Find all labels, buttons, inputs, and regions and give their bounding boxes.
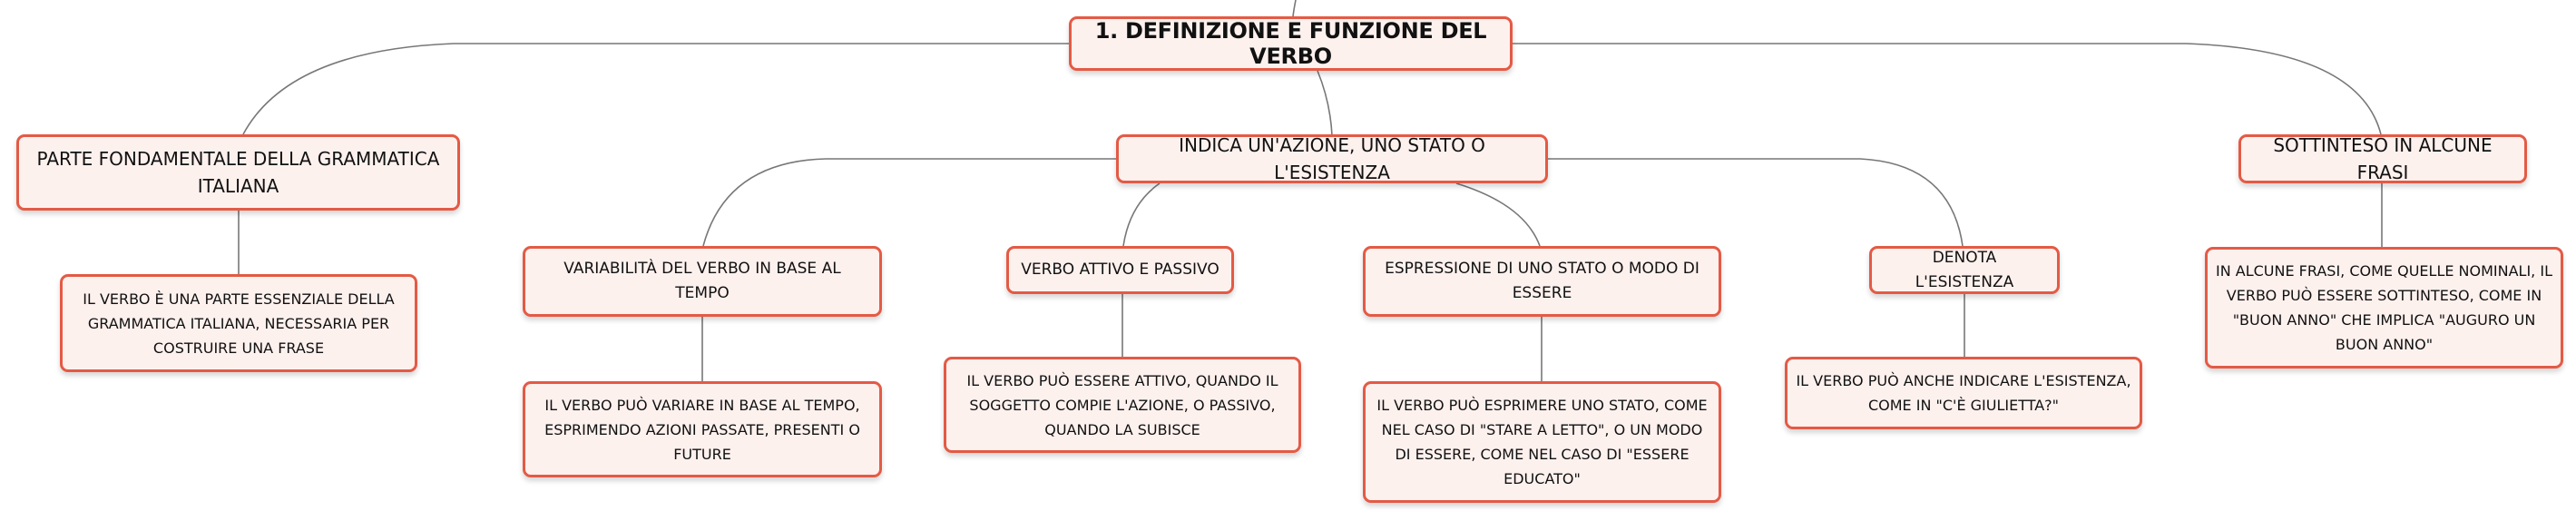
subtopic-grammar-part[interactable]: PARTE FONDAMENTALE DELLA GRAMMATICA ITAL… [16, 134, 460, 211]
subtopic-label: VARIABILITÀ DEL VERBO IN BASE AL TEMPO [563, 260, 841, 302]
subtopic-label: INDICA UN'AZIONE, UNO STATO O L'ESISTENZ… [1179, 134, 1485, 183]
detail-existence[interactable]: IL VERBO PUÒ ANCHE INDICARE L'ESISTENZA,… [1785, 357, 2142, 429]
subtopic-existence[interactable]: DENOTA L'ESISTENZA [1869, 246, 2060, 294]
subtopic-active-passive[interactable]: VERBO ATTIVO E PASSIVO [1006, 246, 1234, 294]
root-topic[interactable]: 1. DEFINIZIONE E FUNZIONE DEL VERBO [1069, 16, 1513, 71]
detail-text: IL VERBO PUÒ ESSERE ATTIVO, QUANDO IL SO… [966, 371, 1278, 438]
link-root-to-parent-right [1513, 43, 2382, 135]
subtopic-label: VERBO ATTIVO E PASSIVO [1021, 260, 1219, 279]
detail-state-expression[interactable]: IL VERBO PUÒ ESPRIMERE UNO STATO, COME N… [1363, 381, 1721, 503]
detail-text: IL VERBO PUÒ ANCHE INDICARE L'ESISTENZA,… [1796, 372, 2131, 414]
subtopic-label: ESPRESSIONE DI UNO STATO O MODO DI ESSER… [1385, 260, 1699, 302]
link-root-to-parent-left [242, 43, 1069, 135]
link-center-to-time [702, 158, 1116, 247]
subtopic-implied[interactable]: SOTTINTESO IN ALCUNE FRASI [2238, 134, 2527, 183]
subtopic-action-state-existence[interactable]: INDICA UN'AZIONE, UNO STATO O L'ESISTENZ… [1116, 134, 1548, 183]
link-root-to-center [1317, 70, 1333, 136]
detail-active-passive[interactable]: IL VERBO PUÒ ESSERE ATTIVO, QUANDO IL SO… [944, 357, 1301, 453]
subtopic-label: DENOTA L'ESISTENZA [1915, 248, 2014, 291]
detail-text: IL VERBO PUÒ VARIARE IN BASE AL TEMPO, E… [544, 396, 860, 463]
detail-text: IL VERBO È UNA PARTE ESSENZIALE DELLA GR… [83, 290, 395, 357]
subtopic-time-variability[interactable]: VARIABILITÀ DEL VERBO IN BASE AL TEMPO [523, 246, 882, 317]
link-center-to-existence [1548, 158, 1964, 247]
detail-text: IN ALCUNE FRASI, COME QUELLE NOMINALI, I… [2216, 262, 2552, 353]
subtopic-label: PARTE FONDAMENTALE DELLA GRAMMATICA ITAL… [36, 148, 440, 197]
detail-grammar-part[interactable]: IL VERBO È UNA PARTE ESSENZIALE DELLA GR… [60, 274, 417, 372]
detail-text: IL VERBO PUÒ ESPRIMERE UNO STATO, COME N… [1376, 397, 1708, 487]
root-topic-label: 1. DEFINIZIONE E FUNZIONE DEL VERBO [1094, 18, 1487, 69]
subtopic-state-expression[interactable]: ESPRESSIONE DI UNO STATO O MODO DI ESSER… [1363, 246, 1721, 317]
link-parent-to-root [1292, 0, 1297, 17]
subtopic-label: SOTTINTESO IN ALCUNE FRASI [2273, 134, 2493, 183]
link-center-to-voice [1122, 182, 1161, 247]
detail-time-variability[interactable]: IL VERBO PUÒ VARIARE IN BASE AL TEMPO, E… [523, 381, 882, 477]
link-center-to-state [1455, 182, 1541, 247]
detail-implied[interactable]: IN ALCUNE FRASI, COME QUELLE NOMINALI, I… [2205, 247, 2563, 369]
